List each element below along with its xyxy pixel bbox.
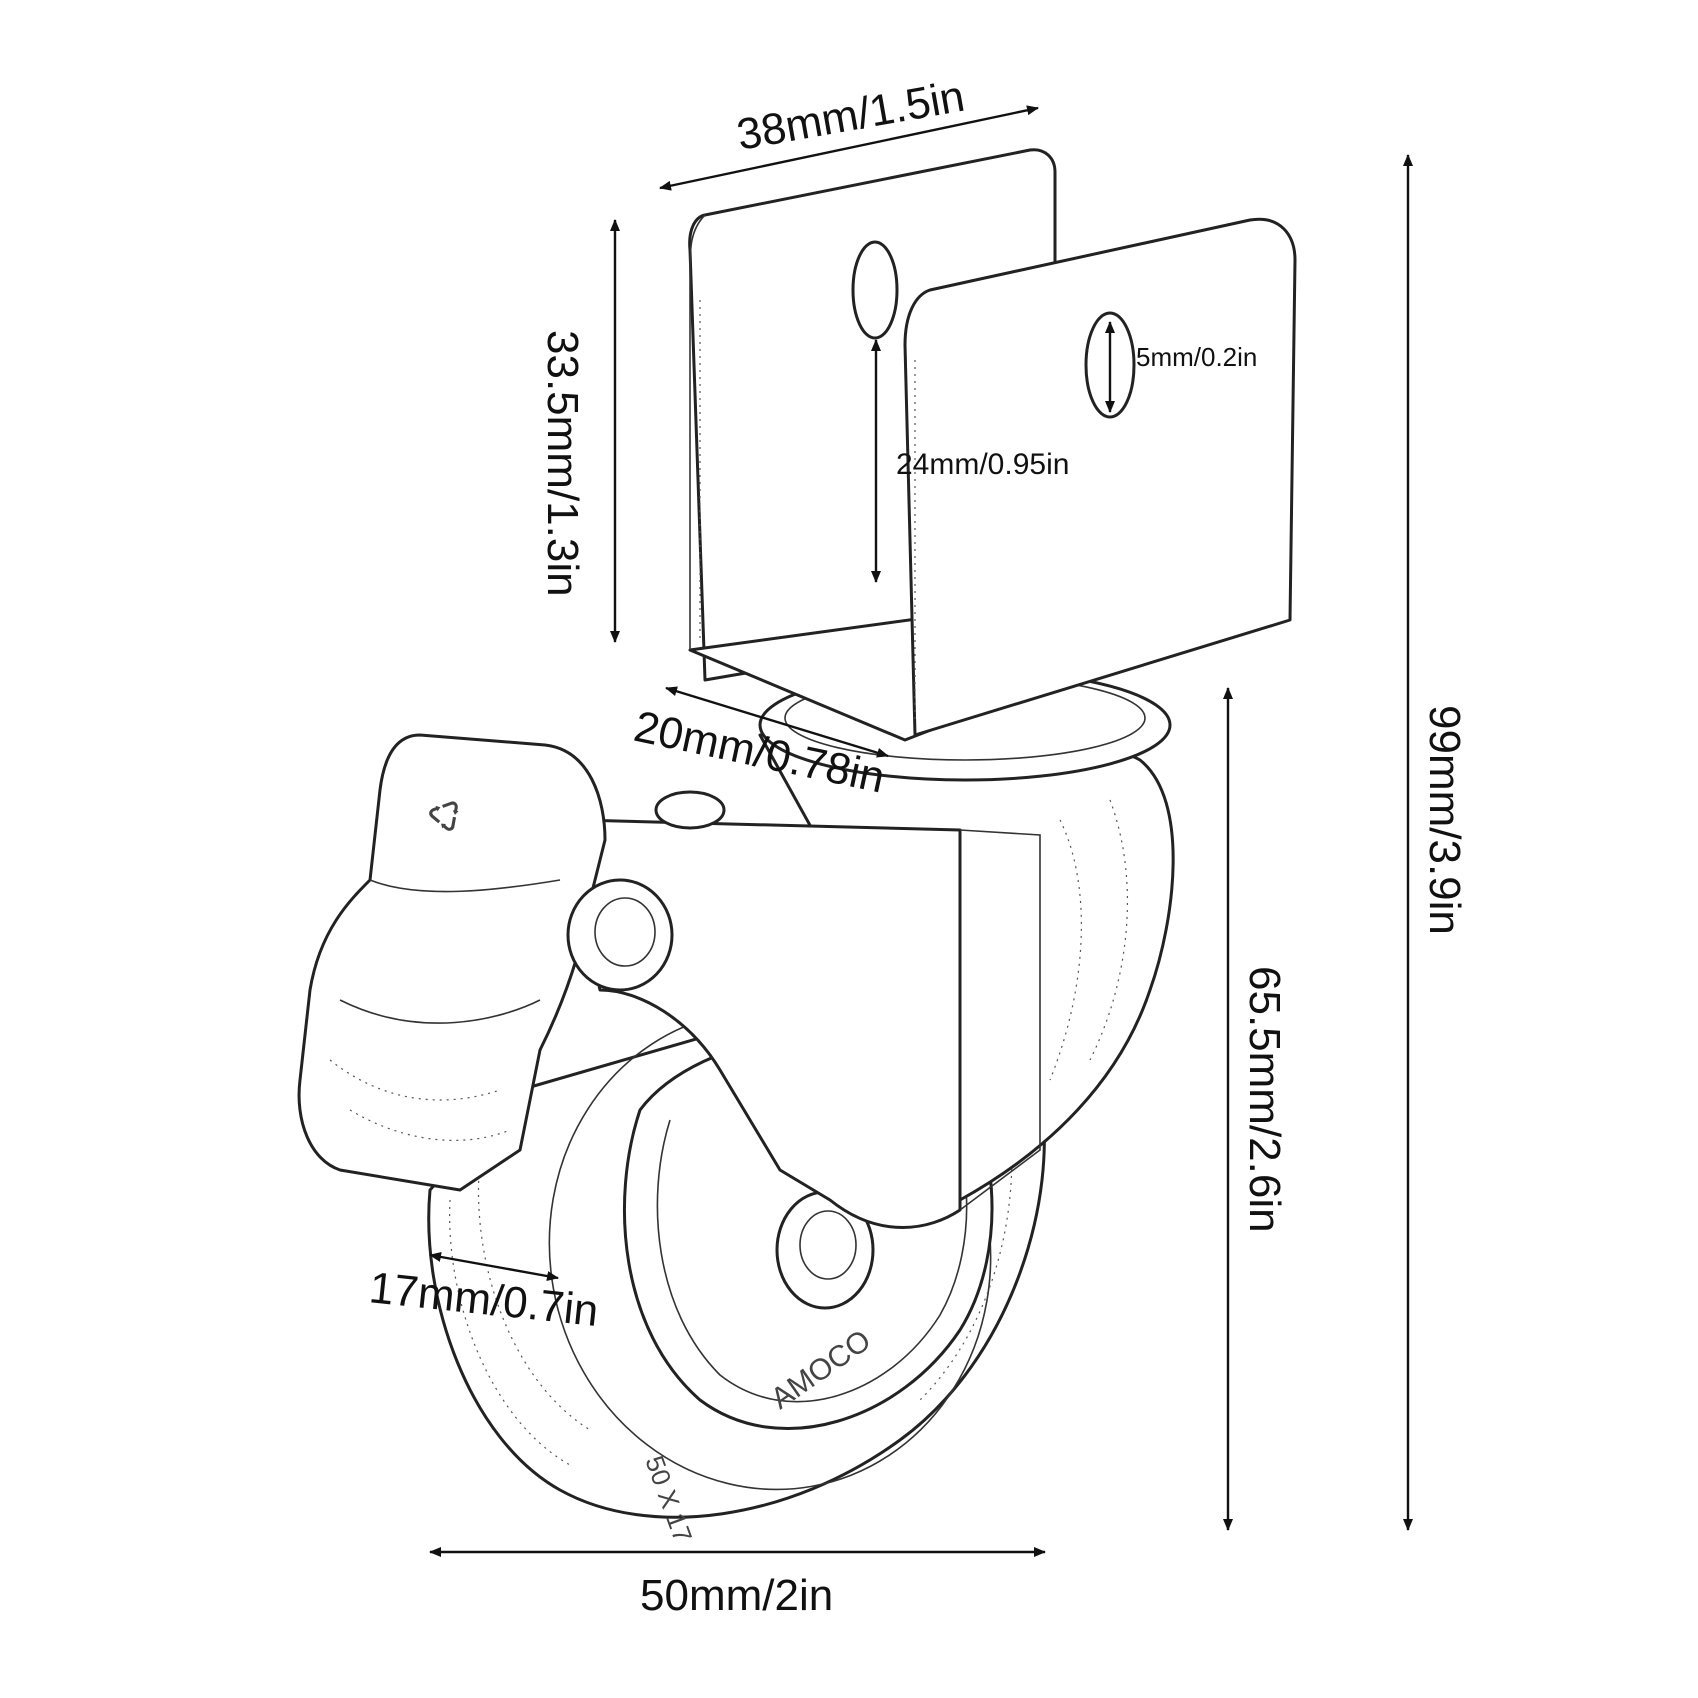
recycle-mark: ♺ (421, 794, 471, 837)
u-bracket (688, 148, 1297, 742)
dim-line-stem-width (665, 686, 889, 758)
brake-pedal: ♺ (297, 733, 607, 1192)
caster-illustration: 50 X 17 AMOCO ♺ (297, 148, 1297, 1546)
mounting-slot-back (851, 240, 899, 340)
dim-label-total-height: 99mm/3.9in (1420, 705, 1469, 935)
caster-fork (578, 733, 1175, 1229)
dim-line-tread-width (429, 1252, 559, 1281)
dim-label-wheel-height: 65.5mm/2.6in (1240, 966, 1289, 1233)
pivot-pin (566, 790, 726, 992)
dim-label-slot: 5mm/0.2in (1136, 342, 1257, 372)
dim-line-top-width (659, 105, 1039, 191)
dim-label-bracket-height: 33.5mm/1.3in (538, 330, 587, 597)
dim-label-wheel-diameter: 50mm/2in (640, 1571, 833, 1620)
dim-label-inner-height: 24mm/0.95in (896, 448, 1069, 481)
